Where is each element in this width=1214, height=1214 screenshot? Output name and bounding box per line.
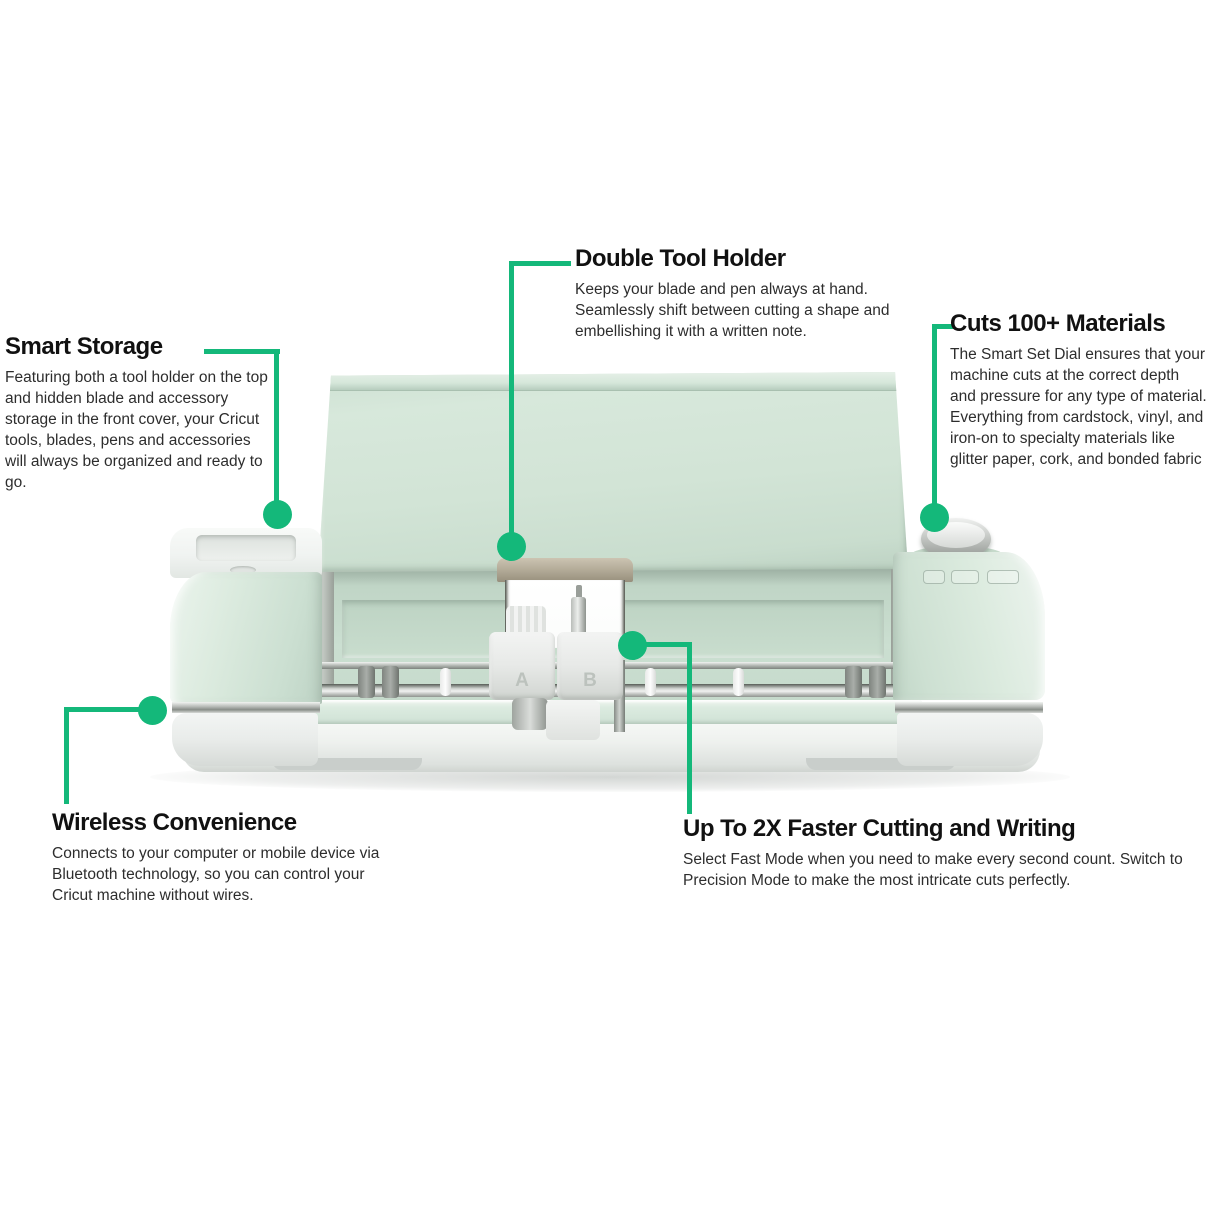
control-button: [923, 570, 945, 584]
callout-title: Double Tool Holder: [575, 245, 786, 272]
right-control-pod: [893, 516, 1045, 768]
smart-storage-connector-dot: [263, 500, 292, 529]
storage-latch: [230, 566, 256, 574]
fast-mode-connector-line: [687, 642, 692, 814]
double-tool-holder-connector-line: [514, 261, 571, 266]
machine-lid: [318, 372, 908, 572]
carriage-box: [546, 700, 600, 740]
callout-body: Connects to your computer or mobile devi…: [52, 845, 380, 905]
tool-clamp-a: A: [489, 632, 555, 700]
fast-mode-connector-line: [640, 642, 692, 647]
double-tool-holder-connector-line: [509, 261, 514, 536]
callout-title: Smart Storage: [5, 333, 163, 360]
clamp-b-label: B: [583, 670, 597, 691]
callout-body: Featuring both a tool holder on the top …: [5, 369, 268, 492]
callout-wireless-convenience: Wireless Convenience Connects to your co…: [52, 809, 404, 906]
wireless-connector-dot: [138, 696, 167, 725]
callout-cuts-materials: Cuts 100+ Materials The Smart Set Dial e…: [950, 310, 1208, 470]
control-button: [951, 570, 979, 584]
roller-grey: [845, 666, 862, 698]
cuts-materials-connector-line: [932, 324, 954, 329]
blade-housing: [512, 698, 548, 730]
left-storage-pod: [170, 528, 322, 768]
wireless-connector-line: [64, 707, 69, 804]
tool-cylinder: [506, 606, 546, 636]
callout-double-tool-holder: Double Tool Holder Keeps your blade and …: [575, 245, 925, 342]
smart-storage-connector-line: [274, 349, 279, 505]
callout-title: Up To 2X Faster Cutting and Writing: [683, 815, 1076, 842]
wireless-connector-line: [64, 707, 146, 712]
roller-grey: [382, 666, 399, 698]
callout-smart-storage: Smart Storage Featuring both a tool hold…: [5, 333, 275, 493]
storage-pod-chrome-strip: [172, 702, 320, 713]
cuts-materials-connector-line: [932, 324, 937, 507]
roller-white: [733, 668, 744, 696]
front-tray: [302, 700, 922, 724]
callout-body: The Smart Set Dial ensures that your mac…: [950, 346, 1207, 469]
callout-body: Keeps your blade and pen always at hand.…: [575, 281, 890, 341]
roller-white: [645, 668, 656, 696]
clamp-a-label: A: [515, 670, 529, 691]
callout-title: Wireless Convenience: [52, 809, 297, 836]
roller-grey: [358, 666, 375, 698]
callout-body: Select Fast Mode when you need to make e…: [683, 851, 1183, 890]
pen-holder-pin: [571, 597, 586, 635]
storage-pod-base: [172, 713, 318, 766]
control-button: [987, 570, 1019, 584]
carriage-top-bar: [497, 558, 633, 582]
roller-white: [440, 668, 451, 696]
callout-title: Cuts 100+ Materials: [950, 310, 1166, 337]
smart-storage-connector-line: [204, 349, 280, 354]
double-tool-holder-connector-dot: [497, 532, 526, 561]
control-pod-base: [897, 713, 1043, 766]
tool-holder-tray: [196, 535, 296, 561]
roller-grey: [869, 666, 886, 698]
tool-clamp-b: B: [557, 632, 623, 700]
storage-pod-body: [170, 572, 322, 704]
fast-mode-connector-dot: [618, 631, 647, 660]
cuts-materials-connector-dot: [920, 503, 949, 532]
lid-rim: [318, 372, 908, 391]
control-pod-chrome-strip: [895, 702, 1043, 713]
pen-tip: [576, 585, 582, 599]
callout-fast-mode: Up To 2X Faster Cutting and Writing Sele…: [683, 815, 1195, 891]
control-pod-body: [893, 552, 1045, 700]
